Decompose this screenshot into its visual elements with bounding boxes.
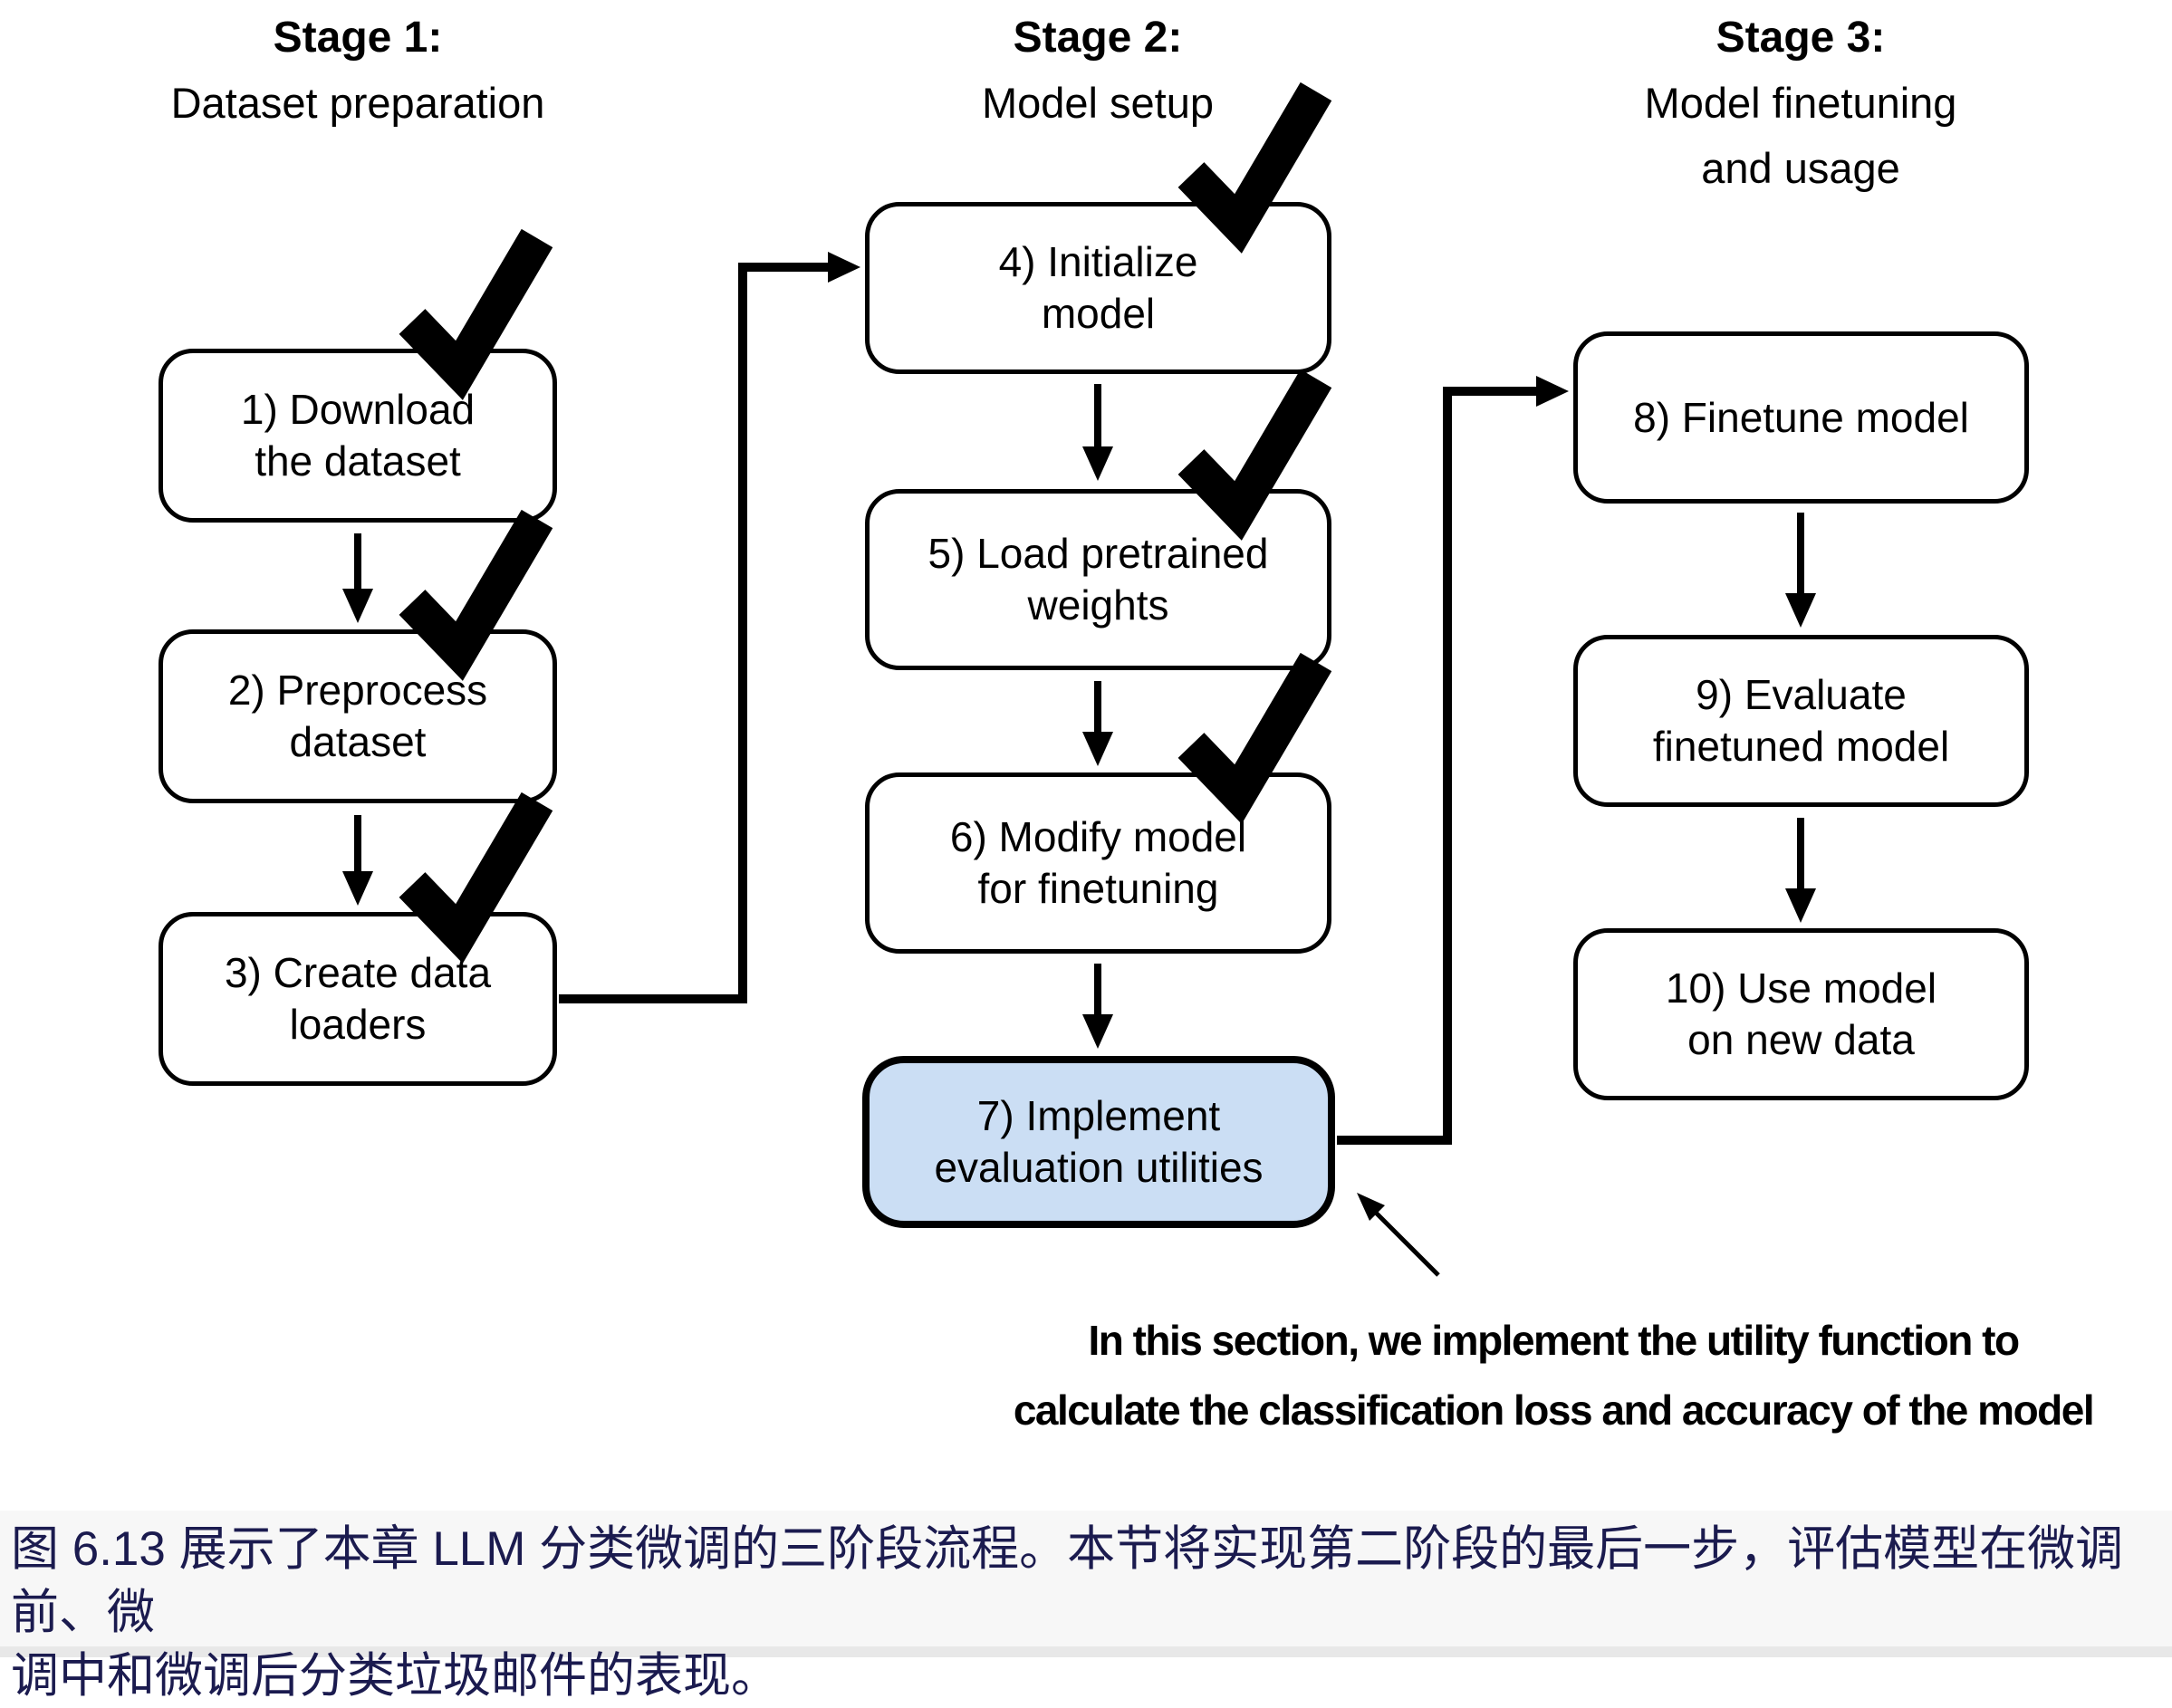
figure-caption-line-2: 调中和微调后分类垃圾邮件的表现。 bbox=[11, 1649, 779, 1703]
step-label-line: on new data bbox=[1687, 1016, 1915, 1063]
step-label-line: 10) Use model bbox=[1665, 964, 1937, 1012]
step-box-6-modify-model-for-finetuning: 6) Modify model for finetuning bbox=[865, 772, 1331, 954]
step-box-5-load-pretrained-weights: 5) Load pretrained weights bbox=[865, 489, 1331, 670]
connector-box7-to-box8 bbox=[1337, 376, 1569, 1145]
stage-1-subtitle: Dataset preparation bbox=[170, 79, 545, 127]
connector-box3-to-box4 bbox=[559, 252, 860, 1003]
step-label-line: weights bbox=[1027, 581, 1169, 629]
figure-caption: 图 6.13 展示了本章 LLM 分类微调的三阶段流程。本节将实现第二阶段的最后… bbox=[11, 1518, 2167, 1708]
step-box-3-create-data-loaders: 3) Create data loaders bbox=[159, 912, 557, 1086]
arrow-box6-to-box7 bbox=[1082, 964, 1113, 1049]
step-label-line: loaders bbox=[289, 1001, 427, 1048]
arrow-box9-to-box10 bbox=[1785, 818, 1816, 923]
stage-3-title: Stage 3: bbox=[1715, 14, 1886, 62]
stage-3-header: Stage 3: Model finetuning and usage bbox=[1456, 5, 2145, 201]
stage-2-title: Stage 2: bbox=[1013, 14, 1183, 62]
step-label-line: 2) Preprocess bbox=[227, 667, 488, 714]
step-box-7-implement-evaluation-utilities: 7) Implement evaluation utilities bbox=[862, 1056, 1335, 1228]
step-label-line: evaluation utilities bbox=[934, 1144, 1264, 1191]
arrow-box1-to-box2 bbox=[342, 533, 373, 623]
step-label-line: finetuned model bbox=[1652, 723, 1950, 770]
step-label-line: 9) Evaluate bbox=[1696, 671, 1907, 718]
step-box-1-download-dataset: 1) Download the dataset bbox=[159, 349, 557, 523]
step-label-line: for finetuning bbox=[977, 865, 1219, 912]
arrow-box8-to-box9 bbox=[1785, 513, 1816, 628]
step-label-line: model bbox=[1041, 290, 1156, 337]
stage-2-header: Stage 2: Model setup bbox=[754, 5, 1442, 136]
page-bottom-strip bbox=[0, 1646, 2172, 1657]
annotation-line-2: calculate the classification loss and ac… bbox=[1013, 1387, 2095, 1434]
annotation-text: In this section, we implement the utilit… bbox=[942, 1306, 2165, 1445]
arrow-box4-to-box5 bbox=[1082, 384, 1113, 481]
stage-3-subtitle-2: and usage bbox=[1701, 144, 1900, 192]
step-label-line: 1) Download bbox=[240, 386, 476, 433]
step-label-line: the dataset bbox=[255, 437, 461, 485]
step-label-line: 8) Finetune model bbox=[1633, 393, 1969, 441]
step-label-line: 7) Implement bbox=[976, 1092, 1221, 1139]
arrow-box2-to-box3 bbox=[342, 815, 373, 906]
step-label-line: 5) Load pretrained bbox=[927, 530, 1269, 577]
annotation-arrow bbox=[1357, 1193, 1440, 1277]
step-box-9-evaluate-finetuned-model: 9) Evaluate finetuned model bbox=[1573, 635, 2029, 807]
step-label-line: dataset bbox=[289, 718, 427, 765]
step-box-8-finetune-model: 8) Finetune model bbox=[1573, 331, 2029, 504]
stage-1-title: Stage 1: bbox=[273, 14, 443, 62]
arrow-box5-to-box6 bbox=[1082, 681, 1113, 766]
annotation-line-1: In this section, we implement the utilit… bbox=[1088, 1317, 2020, 1364]
step-box-10-use-model-on-new-data: 10) Use model on new data bbox=[1573, 928, 2029, 1100]
step-label-line: 3) Create data bbox=[224, 949, 492, 996]
stage-1-header: Stage 1: Dataset preparation bbox=[14, 5, 702, 136]
caption-background-band bbox=[0, 1511, 2172, 1646]
step-label-line: 6) Modify model bbox=[949, 813, 1247, 860]
step-label-line: 4) Initialize bbox=[998, 238, 1198, 285]
figure-caption-line-1: 图 6.13 展示了本章 LLM 分类微调的三阶段流程。本节将实现第二阶段的最后… bbox=[11, 1522, 2124, 1639]
step-box-2-preprocess-dataset: 2) Preprocess dataset bbox=[159, 629, 557, 803]
stage-2-subtitle: Model setup bbox=[981, 79, 1215, 127]
step-box-4-initialize-model: 4) Initialize model bbox=[865, 202, 1331, 374]
stage-3-subtitle: Model finetuning bbox=[1644, 79, 1957, 127]
